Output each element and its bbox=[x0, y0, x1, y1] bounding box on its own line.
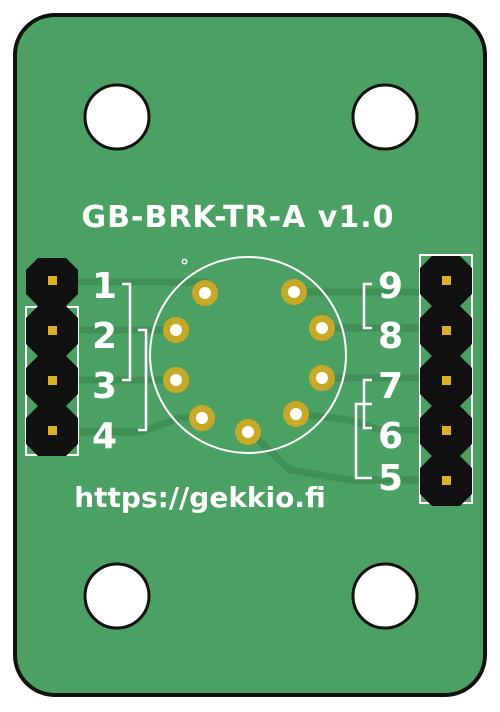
right-pin-6 bbox=[442, 426, 451, 435]
mounting-hole-bottom-left bbox=[83, 562, 151, 630]
left-pin-1 bbox=[48, 276, 57, 285]
pad-7 bbox=[309, 365, 335, 391]
right-label-5: 5 bbox=[378, 458, 403, 499]
socket-outline bbox=[149, 256, 347, 454]
board-url: https://gekkio.fi bbox=[74, 481, 326, 514]
right-label-8: 8 bbox=[378, 316, 403, 357]
pin1-marker: ° bbox=[180, 256, 189, 277]
pad-2 bbox=[163, 317, 189, 343]
right-labels: 9 8 7 6 5 bbox=[378, 266, 403, 499]
pad-6 bbox=[283, 401, 309, 427]
left-pin-2 bbox=[48, 326, 57, 335]
pad-4 bbox=[189, 405, 215, 431]
pad-1 bbox=[192, 280, 218, 306]
socket-pads bbox=[163, 279, 335, 445]
right-pin-9 bbox=[442, 276, 451, 285]
board-title: GB-BRK-TR-A v1.0 bbox=[82, 200, 395, 235]
right-brackets bbox=[354, 282, 372, 480]
left-pin-4 bbox=[48, 426, 57, 435]
right-label-9: 9 bbox=[378, 266, 403, 307]
pad-8 bbox=[309, 315, 335, 341]
left-label-1: 1 bbox=[92, 266, 117, 307]
right-pin-7 bbox=[442, 376, 451, 385]
left-labels: 1 2 3 4 bbox=[92, 266, 117, 457]
mounting-hole-top-left bbox=[83, 83, 151, 151]
mounting-hole-bottom-right bbox=[351, 562, 419, 630]
pad-3 bbox=[163, 367, 189, 393]
pad-5 bbox=[235, 419, 261, 445]
right-label-6: 6 bbox=[378, 416, 403, 457]
left-brackets bbox=[122, 282, 148, 432]
left-pin-header bbox=[26, 258, 78, 456]
left-pin-3 bbox=[48, 376, 57, 385]
left-header-body bbox=[26, 258, 78, 456]
mounting-hole-top-right bbox=[351, 83, 419, 151]
right-pin-8 bbox=[442, 326, 451, 335]
pcb-outline bbox=[13, 13, 487, 697]
right-pin-5 bbox=[442, 476, 451, 485]
right-pin-header bbox=[420, 256, 472, 506]
left-label-3: 3 bbox=[92, 366, 117, 407]
left-label-2: 2 bbox=[92, 316, 117, 357]
right-label-7: 7 bbox=[378, 366, 403, 407]
left-label-4: 4 bbox=[92, 416, 117, 457]
pad-9 bbox=[281, 279, 307, 305]
